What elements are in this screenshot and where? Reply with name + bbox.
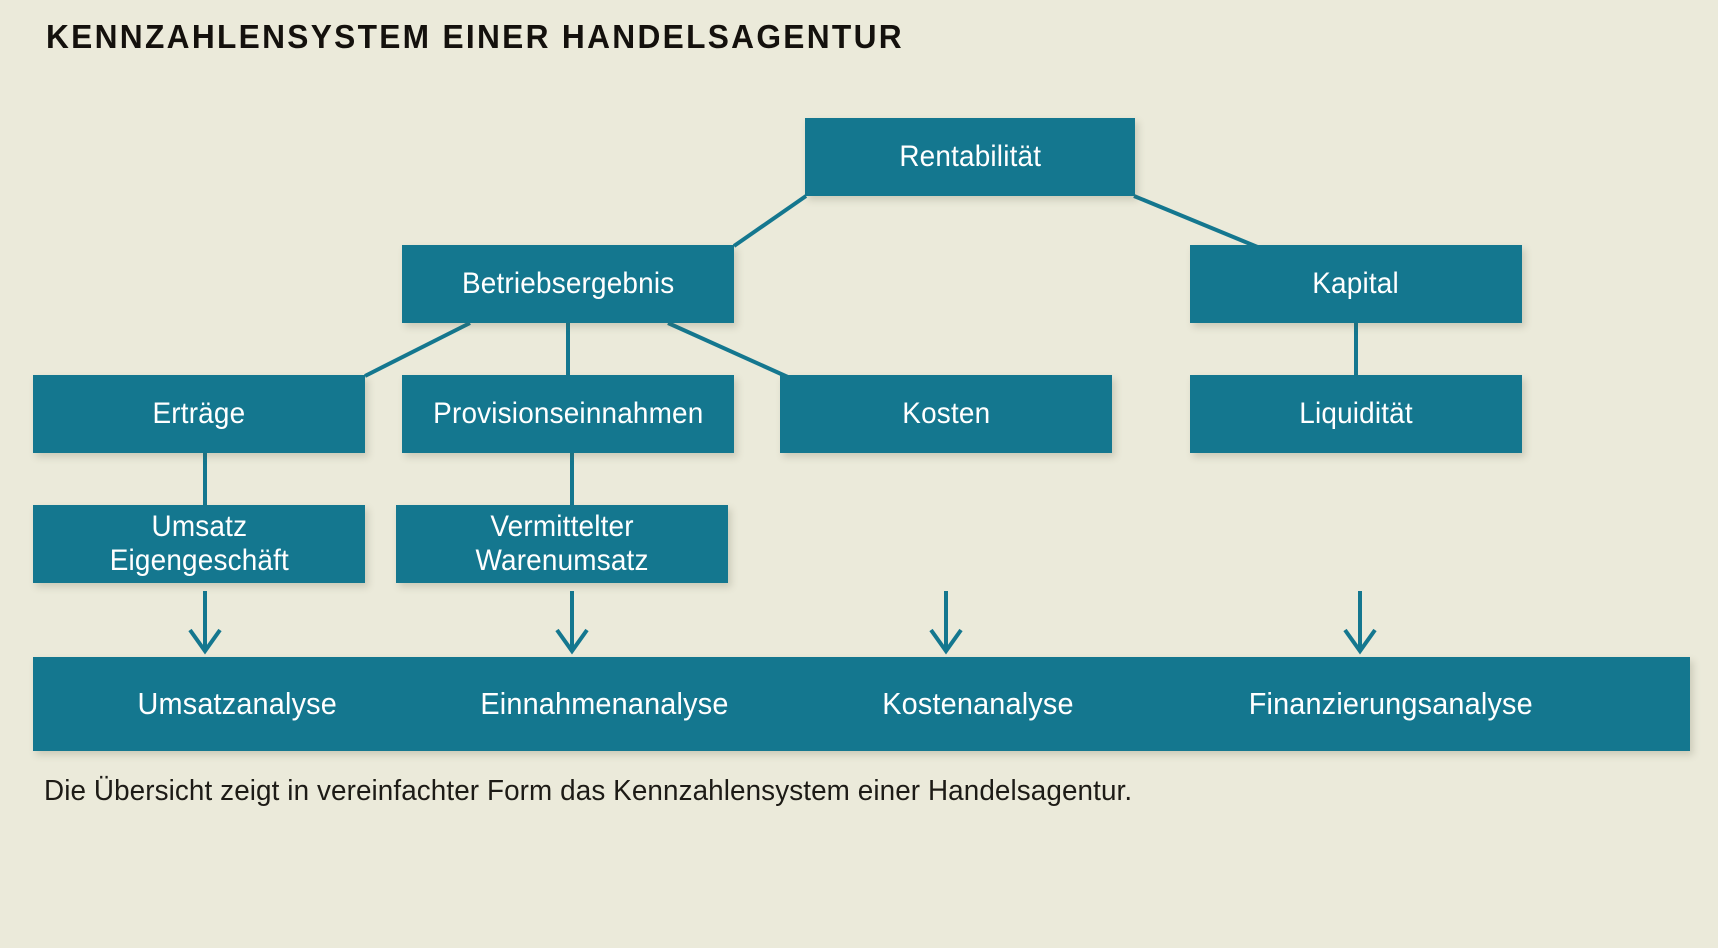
node-label-kosten: Kosten bbox=[901, 397, 990, 431]
node-label-rentabilitaet: Rentabilität bbox=[899, 140, 1041, 174]
node-label-provisionseinnahmen: Provisionseinnahmen bbox=[432, 397, 704, 431]
bar-label-einnahmenanalyse: Einnahmenanalyse bbox=[479, 686, 729, 721]
bar-label-umsatzanalyse: Umsatzanalyse bbox=[137, 686, 337, 721]
node-rentabilitaet[interactable]: Rentabilität bbox=[805, 118, 1135, 196]
arrow-einnahmenanalyse bbox=[555, 591, 589, 655]
page-title: KENNZAHLENSYSTEM EINER HANDELSAGENTUR bbox=[46, 18, 904, 55]
node-kapital[interactable]: Kapital bbox=[1190, 245, 1522, 323]
node-label-liquiditaet: Liquidität bbox=[1299, 397, 1413, 431]
edge-betriebsergebnis-ertraege bbox=[364, 321, 471, 378]
arrow-kostenanalyse bbox=[929, 591, 963, 655]
node-betriebsergebnis[interactable]: Betriebsergebnis bbox=[402, 245, 734, 323]
node-ertraege[interactable]: Erträge bbox=[33, 375, 365, 453]
bar-item-einnahmenanalyse[interactable]: Einnahmenanalyse bbox=[438, 657, 770, 751]
arrow-finanzierungsanalyse bbox=[1343, 591, 1377, 655]
node-umsatz-eigengeschaeft[interactable]: Umsatz Eigengeschäft bbox=[33, 505, 365, 583]
node-vermittelter-warenumsatz[interactable]: Vermittelter Warenumsatz bbox=[396, 505, 728, 583]
bar-label-finanzierungsanalyse: Finanzierungsanalyse bbox=[1248, 686, 1534, 721]
bar-item-umsatzanalyse[interactable]: Umsatzanalyse bbox=[71, 657, 403, 751]
edge-rentabilitaet-betriebsergebnis bbox=[732, 194, 808, 248]
connector-line-group bbox=[203, 194, 1358, 506]
node-label-ertraege: Erträge bbox=[152, 397, 246, 431]
bar-item-kostenanalyse[interactable]: Kostenanalyse bbox=[812, 657, 1144, 751]
node-label-betriebsergebnis: Betriebsergebnis bbox=[461, 267, 675, 301]
caption-text: Die Übersicht zeigt in vereinfachter For… bbox=[44, 775, 1133, 807]
arrow-group bbox=[188, 591, 1377, 655]
edge-betriebsergebnis-kosten bbox=[667, 321, 791, 380]
bar-label-kostenanalyse: Kostenanalyse bbox=[882, 686, 1074, 721]
arrow-umsatzanalyse bbox=[188, 591, 222, 655]
node-label-kapital: Kapital bbox=[1312, 267, 1400, 301]
node-provisionseinnahmen[interactable]: Provisionseinnahmen bbox=[402, 375, 734, 453]
node-liquiditaet[interactable]: Liquidität bbox=[1190, 375, 1522, 453]
node-kosten[interactable]: Kosten bbox=[780, 375, 1112, 453]
bar-item-finanzierungsanalyse[interactable]: Finanzierungsanalyse bbox=[1216, 657, 1566, 751]
node-label-vermittelter-warenumsatz: Vermittelter Warenumsatz bbox=[475, 510, 649, 577]
analysis-bar: Umsatzanalyse Einnahmenanalyse Kostenana… bbox=[33, 657, 1690, 751]
caption: Die Übersicht zeigt in vereinfachter For… bbox=[44, 775, 1684, 808]
node-label-umsatz-eigengeschaeft: Umsatz Eigengeschäft bbox=[109, 510, 289, 577]
